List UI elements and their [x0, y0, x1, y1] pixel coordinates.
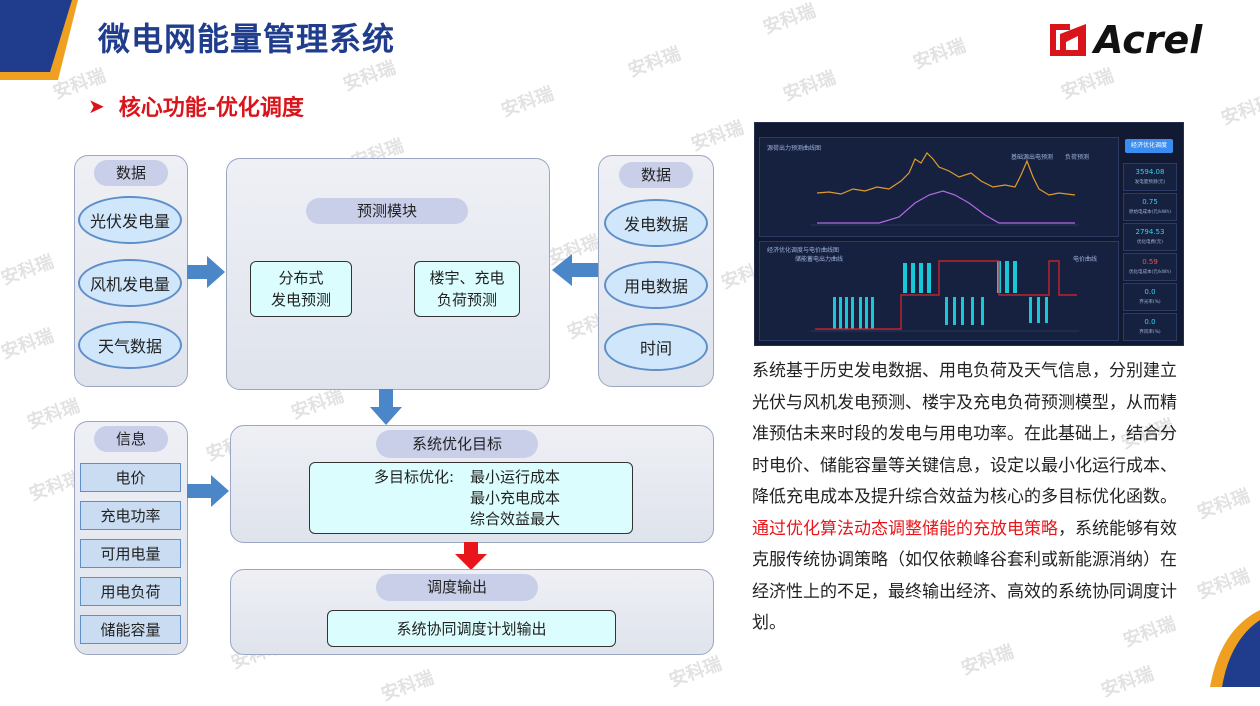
prediction-header: 预测模块	[306, 198, 468, 224]
stat-card: 0.0 弃光率(%)	[1123, 283, 1177, 311]
info-item-charging-power: 充电功率	[80, 501, 181, 530]
forecast-box-line: 负荷预测	[436, 291, 497, 309]
arrow-bullet-icon: ➤	[88, 94, 105, 118]
forecast-box-line: 发电预测	[270, 291, 331, 309]
multi-objective-box: 多目标优化: 最小运行成本 最小充电成本 综合效益最大	[309, 462, 633, 534]
watermark-text: 安科瑞	[24, 395, 83, 434]
left-data-header: 数据	[94, 160, 168, 186]
watermark-text: 安科瑞	[1058, 65, 1117, 104]
corner-decoration-top-left	[0, 0, 78, 80]
stat-value: 3594.08	[1135, 168, 1165, 176]
dispatch-legend-1: 储能蓄电出力曲线	[795, 256, 844, 263]
stat-card: 0.59 优化电成本(元/kWh)	[1123, 253, 1177, 281]
corner-decoration-bottom-right	[1210, 610, 1260, 687]
arrow-right-icon	[187, 256, 225, 288]
watermark-text: 安科瑞	[780, 67, 839, 106]
watermark-text: 安科瑞	[0, 325, 57, 364]
watermark-text: 安科瑞	[688, 117, 747, 156]
right-data-item-time: 时间	[604, 323, 708, 371]
forecast-box-line: 分布式	[278, 269, 324, 287]
info-item-storage-capacity: 储能容量	[80, 615, 181, 644]
stat-label: 弃光率(%)	[1139, 300, 1161, 305]
dispatch-output-header: 调度输出	[376, 574, 538, 601]
stat-value: 0.0	[1144, 288, 1156, 296]
forecast-legend-1: 基础源出电预测	[1011, 154, 1054, 161]
multi-objective-label: 多目标优化:	[374, 468, 455, 486]
dispatch-chart-title: 经济优化调度与电价曲线图	[767, 247, 840, 254]
forecast-chart-title: 源荷出力预测曲线图	[767, 145, 822, 152]
watermark-text: 安科瑞	[1098, 663, 1157, 702]
arrow-right-icon	[187, 475, 229, 507]
stat-label: 发电量预测(元)	[1134, 180, 1166, 185]
watermark-text: 安科瑞	[498, 83, 557, 122]
objective-line: 最小运行成本	[470, 468, 561, 486]
logo-text: Acrel	[1094, 18, 1203, 62]
economic-dispatch-button[interactable]: 经济优化调度	[1125, 139, 1173, 153]
info-header: 信息	[94, 426, 168, 452]
arrow-left-icon	[552, 254, 598, 286]
dispatch-dashboard: 源荷出力预测曲线图 基础源出电预测 负荷预测 经济优化调度与电价曲线图 储能蓄电…	[754, 122, 1184, 346]
description-highlight: 通过优化算法动态调整储能的充放电策略	[752, 518, 1058, 539]
brand-logo: Acrel	[1048, 18, 1202, 62]
description-text: 系统基于历史发电数据、用电负荷及天气信息，分别建立光伏与风机发电预测、楼宇及充电…	[752, 361, 1177, 507]
stat-value: 2794.53	[1135, 228, 1165, 236]
stat-card: 2794.53 优化电费(元)	[1123, 223, 1177, 251]
forecast-chart-panel	[759, 137, 1119, 237]
right-data-header: 数据	[619, 162, 693, 188]
objective-line: 综合效益最大	[470, 510, 561, 528]
stat-label: 弃风率(%)	[1139, 330, 1161, 335]
stat-card: 0.0 弃风率(%)	[1123, 313, 1177, 341]
left-data-item-pv: 光伏发电量	[78, 196, 182, 244]
forecast-box-line: 楼宇、充电	[429, 269, 505, 287]
watermark-text: 安科瑞	[625, 43, 684, 82]
info-item-load: 用电负荷	[80, 577, 181, 606]
watermark-text: 安科瑞	[378, 667, 437, 706]
dispatch-legend-2: 电价曲线	[1073, 256, 1098, 263]
left-data-item-wind: 风机发电量	[78, 259, 182, 307]
stat-card: 3594.08 发电量预测(元)	[1123, 163, 1177, 191]
right-data-item-generation: 发电数据	[604, 199, 708, 247]
dispatch-chart	[811, 260, 1079, 332]
distributed-generation-forecast-box: 分布式 发电预测	[250, 261, 352, 317]
info-item-price: 电价	[80, 463, 181, 492]
watermark-text: 安科瑞	[1194, 485, 1253, 524]
forecast-chart	[811, 152, 1079, 226]
acrel-logo-icon	[1050, 24, 1086, 56]
arrow-down-icon	[370, 389, 402, 425]
subtitle-text: 核心功能-优化调度	[118, 96, 304, 121]
watermark-text: 安科瑞	[760, 0, 819, 39]
section-subtitle: ➤ 核心功能-优化调度	[88, 90, 304, 122]
page-title: 微电网能量管理系统	[98, 20, 396, 58]
stat-label: 优化电费(元)	[1136, 240, 1163, 245]
forecast-legend-2: 负荷预测	[1065, 154, 1090, 161]
stat-card: 0.75 原始电成本(元/kWh)	[1123, 193, 1177, 221]
stat-value: 0.0	[1144, 318, 1156, 326]
dispatch-plan-box: 系统协同调度计划输出	[327, 610, 616, 647]
watermark-text: 安科瑞	[666, 653, 725, 692]
objective-line: 最小充电成本	[470, 489, 561, 507]
load-forecast-box: 楼宇、充电 负荷预测	[414, 261, 520, 317]
stat-label: 原始电成本(元/kWh)	[1129, 210, 1171, 215]
watermark-text: 安科瑞	[0, 251, 57, 290]
right-data-item-consumption: 用电数据	[604, 261, 708, 309]
watermark-text: 安科瑞	[1218, 91, 1260, 130]
left-data-item-weather: 天气数据	[78, 321, 182, 369]
stat-value: 0.59	[1142, 258, 1158, 266]
watermark-text: 安科瑞	[958, 641, 1017, 680]
watermark-text: 安科瑞	[910, 35, 969, 74]
optimization-goal-header: 系统优化目标	[376, 430, 538, 458]
description-text-continued: ，系统能够有效克服传统协调策略（如仅依赖峰谷套利或新能源消纳）在经济性上的不足，…	[752, 518, 1177, 634]
description-paragraph: 系统基于历史发电数据、用电负荷及天气信息，分别建立光伏与风机发电预测、楼宇及充电…	[752, 356, 1192, 640]
stat-value: 0.75	[1142, 198, 1158, 206]
info-item-available-energy: 可用电量	[80, 539, 181, 568]
stat-label: 优化电成本(元/kWh)	[1129, 270, 1171, 275]
arrow-down-red-icon	[455, 542, 487, 570]
